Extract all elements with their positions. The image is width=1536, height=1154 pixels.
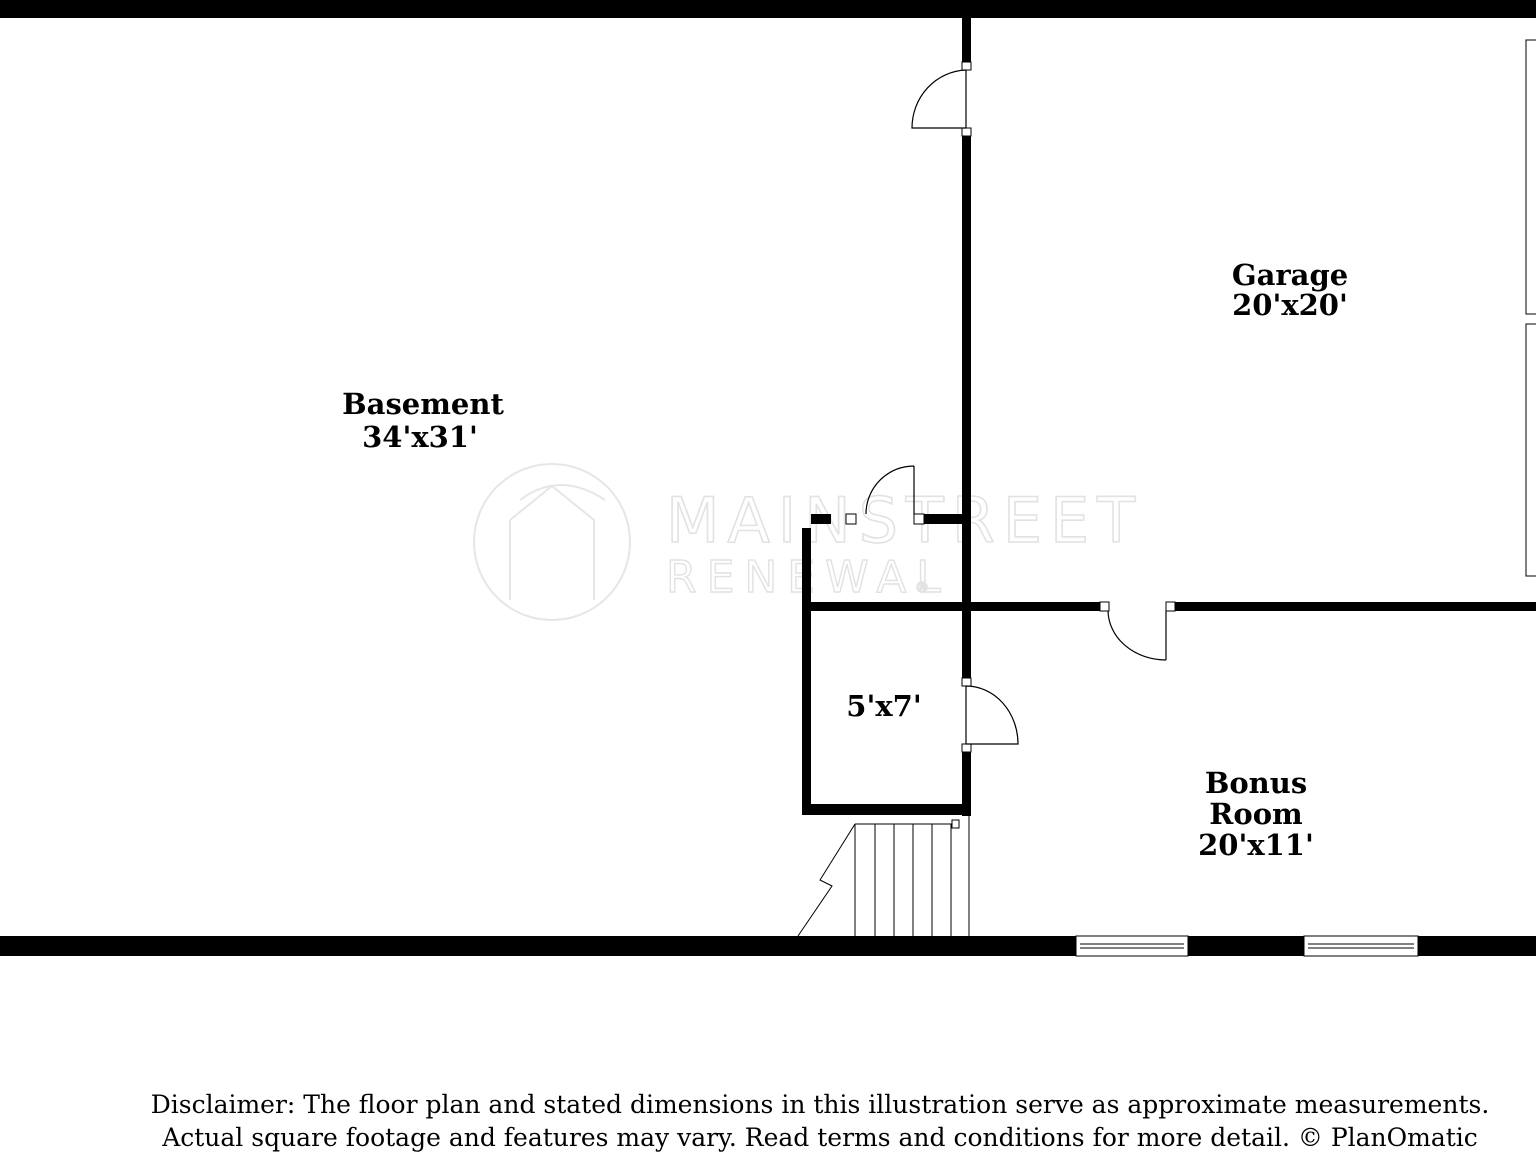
bottom-wall-mid (1188, 936, 1304, 956)
wall-stub-1 (811, 514, 831, 524)
basement-dims: 34'x31' (362, 420, 478, 454)
door-closet-top (865, 465, 915, 515)
door-basement-garage (911, 69, 967, 129)
garage-label: Garage (1232, 258, 1348, 292)
room-labels: Basement 34'x31' Garage 20'x20' 5'x7' Bo… (342, 258, 1348, 862)
door-closet-bonus (965, 685, 1019, 745)
door-garage-bonus (1107, 610, 1167, 661)
closet-dims: 5'x7' (846, 689, 921, 723)
walls (0, 0, 1536, 956)
bonus-room-dims: 20'x11' (1198, 828, 1314, 862)
disclaimer-line2: Actual square footage and features may v… (162, 1123, 1478, 1152)
window-bonus-right (1303, 935, 1419, 957)
disclaimer-line1: Disclaimer: The floor plan and stated di… (150, 1090, 1490, 1119)
garage-door (1525, 39, 1536, 577)
wall-end-caps (845, 61, 1176, 753)
wall-vertical-mid (962, 136, 971, 686)
closet-wall-bottom (802, 804, 971, 815)
wall-garage-bonus-left (804, 602, 1104, 611)
wall-stub-2 (922, 514, 966, 524)
basement-label: Basement (342, 387, 504, 421)
bonus-room-label-line2: Room (1209, 797, 1303, 831)
watermark-registered-mark: ® (915, 580, 929, 596)
stairs (797, 815, 970, 937)
window-bonus-left (1075, 935, 1189, 957)
wall-vertical-low (962, 748, 971, 816)
wall-vertical-top (962, 18, 971, 66)
disclaimer: Disclaimer: The floor plan and stated di… (120, 1088, 1520, 1154)
bottom-wall-right (1418, 936, 1536, 956)
watermark-line1: MAINSTREET (666, 484, 1143, 557)
doors (865, 69, 1167, 745)
windows (1075, 935, 1419, 957)
closet-wall-left (802, 528, 811, 815)
watermark-logo-swirl (509, 484, 606, 600)
bottom-wall-left (0, 936, 1076, 956)
watermark-logo-icon (473, 463, 631, 621)
bonus-room-label-line1: Bonus (1205, 766, 1307, 800)
wall-garage-bonus-right (1174, 602, 1536, 611)
top-wall (0, 0, 1536, 18)
garage-dims: 20'x20' (1232, 288, 1348, 322)
